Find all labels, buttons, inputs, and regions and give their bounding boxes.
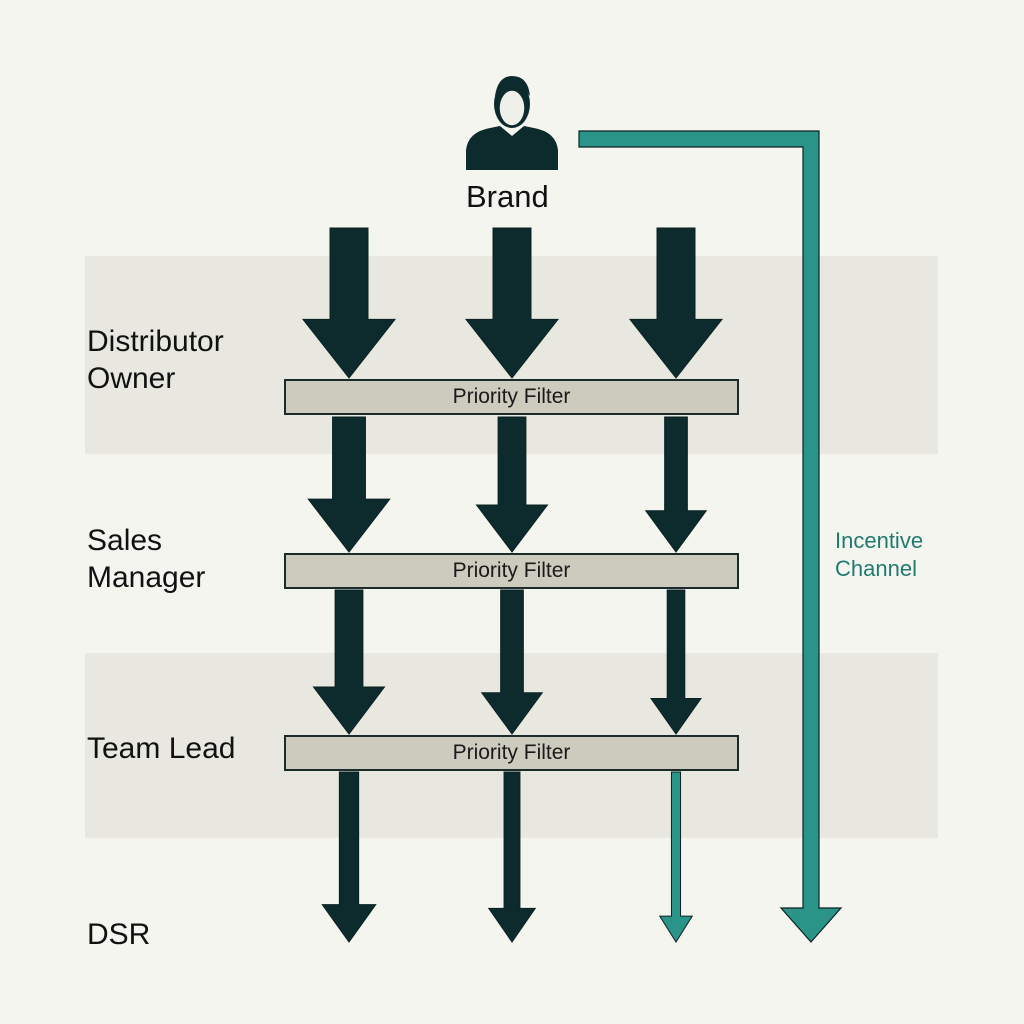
stream-right-arrow-1	[628, 227, 724, 379]
level-label-sales-manager: Sales Manager	[87, 524, 206, 594]
stream-left-arrow-1	[301, 227, 397, 379]
incentive-channel-arrow	[578, 130, 843, 943]
stream-center-arrow-2	[475, 416, 549, 553]
priority-filter-1: Priority Filter	[284, 379, 739, 415]
stream-right-arrow-2	[644, 416, 708, 553]
stream-left-arrow-3	[312, 589, 386, 735]
stream-center-arrow-3	[480, 589, 544, 735]
stream-left-arrow-4	[321, 771, 377, 943]
brand-label: Brand	[466, 179, 549, 214]
level-label-team-lead: Team Lead	[87, 732, 236, 765]
incentive-channel-label: Incentive Channel	[835, 528, 924, 581]
priority-filter-2: Priority Filter	[284, 553, 739, 589]
person-icon	[466, 76, 558, 170]
stream-center-arrow-4	[487, 771, 537, 943]
priority-filter-3: Priority Filter	[284, 735, 739, 771]
level-label-dsr: DSR	[87, 918, 151, 951]
stream-center-arrow-1	[464, 227, 560, 379]
level-label-distributor-owner: Distributor Owner	[87, 325, 224, 395]
stream-right-arrow-4	[658, 771, 694, 943]
stream-right-arrow-3	[650, 589, 702, 735]
stream-left-arrow-2	[307, 416, 391, 553]
